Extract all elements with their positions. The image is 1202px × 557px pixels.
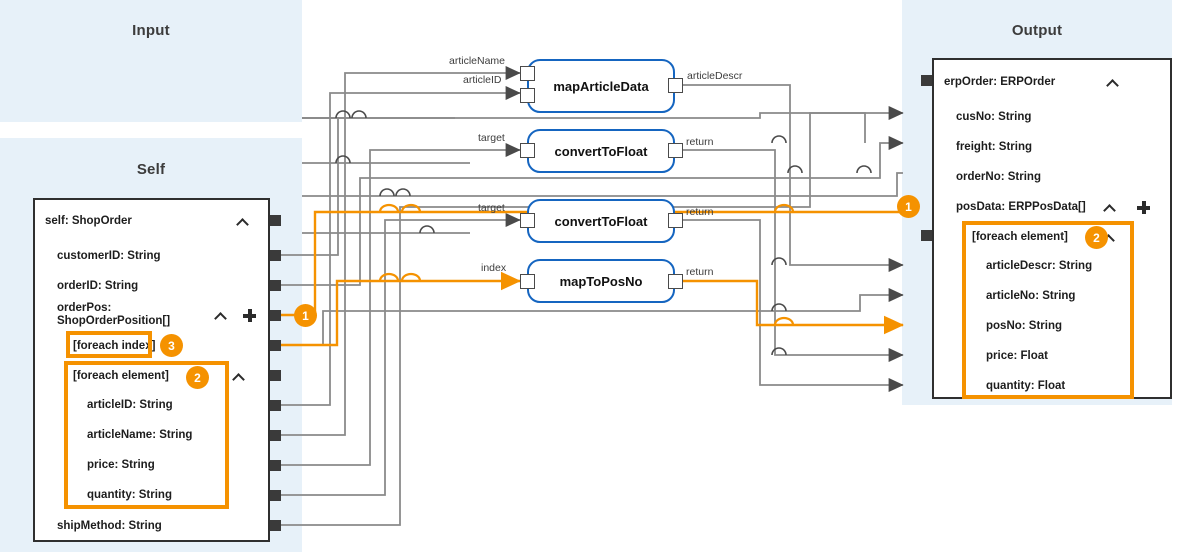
label-articleid: articleID	[463, 74, 502, 86]
label-articledescr: articleDescr	[687, 70, 743, 82]
output-foreach-element-row[interactable]: [foreach element]	[934, 224, 1170, 250]
self-field-price[interactable]: price: String	[35, 454, 268, 476]
field-label: customerID: String	[57, 250, 161, 262]
function-block-maptoposno[interactable]: mapToPosNo	[527, 259, 675, 303]
field-label: orderPos: ShopOrderPosition[]	[57, 302, 171, 327]
self-field-customerid[interactable]: customerID: String	[35, 245, 268, 267]
plus-icon[interactable]	[1137, 201, 1150, 214]
field-label: [foreach element]	[972, 231, 1068, 243]
plus-icon[interactable]	[243, 309, 256, 322]
output-field-freight[interactable]: freight: String	[934, 136, 1170, 158]
output-field-articledescr[interactable]: articleDescr: String	[934, 255, 1170, 277]
self-field-orderid[interactable]: orderID: String	[35, 275, 268, 297]
label-target-2: target	[478, 202, 505, 214]
field-label: shipMethod: String	[57, 520, 162, 532]
zone-self-title: Self	[136, 161, 166, 178]
output-field-cusno[interactable]: cusNo: String	[934, 106, 1170, 128]
field-label: quantity: Float	[986, 380, 1066, 392]
port-in-target-1[interactable]	[520, 143, 535, 158]
function-name: convertToFloat	[554, 143, 648, 159]
field-label: articleName: String	[87, 429, 193, 441]
field-label: posNo: String	[986, 320, 1063, 332]
self-root-label: self: ShopOrder	[45, 215, 132, 227]
field-label: articleID: String	[87, 399, 173, 411]
output-root-label: erpOrder: ERPOrder	[944, 76, 1056, 88]
field-label: [foreach index]	[73, 340, 156, 352]
field-label: cusNo: String	[956, 111, 1032, 123]
port-self-articleid[interactable]	[270, 400, 281, 411]
function-block-converttofloat-1[interactable]: convertToFloat	[527, 129, 675, 173]
port-self-quantity[interactable]	[270, 490, 281, 501]
zone-input: Input	[0, 0, 302, 122]
port-in-articleid[interactable]	[520, 88, 535, 103]
port-in-articlename[interactable]	[520, 66, 535, 81]
port-in-index[interactable]	[520, 274, 535, 289]
port-self-foreach-element[interactable]	[270, 370, 281, 381]
field-label: orderID: String	[57, 280, 139, 292]
output-field-quantity[interactable]: quantity: Float	[934, 375, 1170, 397]
output-field-posdata[interactable]: posData: ERPPosData[]	[934, 196, 1170, 218]
function-block-converttofloat-2[interactable]: convertToFloat	[527, 199, 675, 243]
self-field-articleid[interactable]: articleID: String	[35, 394, 268, 416]
port-self-orderpos[interactable]	[270, 310, 281, 321]
output-field-orderno[interactable]: orderNo: String	[934, 166, 1170, 188]
label-return-3: return	[686, 266, 714, 278]
label-index: index	[481, 262, 507, 274]
port-out-return-2[interactable]	[668, 213, 683, 228]
field-label: articleDescr: String	[986, 260, 1093, 272]
field-label: articleNo: String	[986, 290, 1076, 302]
zone-input-title: Input	[132, 22, 170, 39]
self-schema-card[interactable]: self: ShopOrder customerID: String order…	[33, 198, 270, 542]
output-field-articleno[interactable]: articleNo: String	[934, 285, 1170, 307]
self-field-shipmethod[interactable]: shipMethod: String	[35, 515, 268, 537]
output-root-row[interactable]: erpOrder: ERPOrder	[934, 69, 1170, 95]
badge-output-posdata[interactable]: 1	[897, 195, 920, 218]
port-out-articledescr[interactable]	[668, 78, 683, 93]
output-field-posno[interactable]: posNo: String	[934, 315, 1170, 337]
function-block-maparticledata[interactable]: mapArticleData	[527, 59, 675, 113]
self-root-row[interactable]: self: ShopOrder	[35, 208, 268, 234]
self-foreach-element-row[interactable]: [foreach element]	[35, 363, 268, 389]
port-in-target-2[interactable]	[520, 213, 535, 228]
label-articlename: articleName	[449, 55, 506, 67]
badge-output-foreach-element[interactable]: 2	[1085, 226, 1108, 249]
port-self-articlename[interactable]	[270, 430, 281, 441]
port-self-price[interactable]	[270, 460, 281, 471]
self-foreach-index-row[interactable]: [foreach index]	[35, 333, 268, 359]
port-out-return-3[interactable]	[668, 274, 683, 289]
function-name: mapArticleData	[553, 78, 649, 94]
label-return-2: return	[686, 206, 714, 218]
field-label: quantity: String	[87, 489, 172, 501]
port-output-foreach-element[interactable]	[921, 230, 932, 241]
self-field-quantity[interactable]: quantity: String	[35, 484, 268, 506]
badge-self-foreach-element[interactable]: 2	[186, 366, 209, 389]
port-self-customerid[interactable]	[270, 250, 281, 261]
field-label: posData: ERPPosData[]	[956, 201, 1086, 213]
port-output-root[interactable]	[921, 75, 932, 86]
self-field-articlename[interactable]: articleName: String	[35, 424, 268, 446]
port-self-foreach-index[interactable]	[270, 340, 281, 351]
field-label: orderNo: String	[956, 171, 1041, 183]
function-name: mapToPosNo	[559, 273, 643, 289]
zone-output-title: Output	[1011, 22, 1063, 39]
field-label: freight: String	[956, 141, 1033, 153]
field-label: [foreach element]	[73, 370, 169, 382]
label-return-1: return	[686, 136, 714, 148]
field-label: price: String	[87, 459, 155, 471]
port-self-orderid[interactable]	[270, 280, 281, 291]
field-label: price: Float	[986, 350, 1048, 362]
port-self-shipmethod[interactable]	[270, 520, 281, 531]
badge-self-orderpos[interactable]: 1	[294, 304, 317, 327]
self-field-orderpos[interactable]: orderPos: ShopOrderPosition[]	[35, 300, 268, 330]
badge-self-foreach-index[interactable]: 3	[160, 334, 183, 357]
port-self-root[interactable]	[270, 215, 281, 226]
label-target-1: target	[478, 132, 505, 144]
port-out-return-1[interactable]	[668, 143, 683, 158]
output-field-price[interactable]: price: Float	[934, 345, 1170, 367]
function-name: convertToFloat	[554, 213, 648, 229]
